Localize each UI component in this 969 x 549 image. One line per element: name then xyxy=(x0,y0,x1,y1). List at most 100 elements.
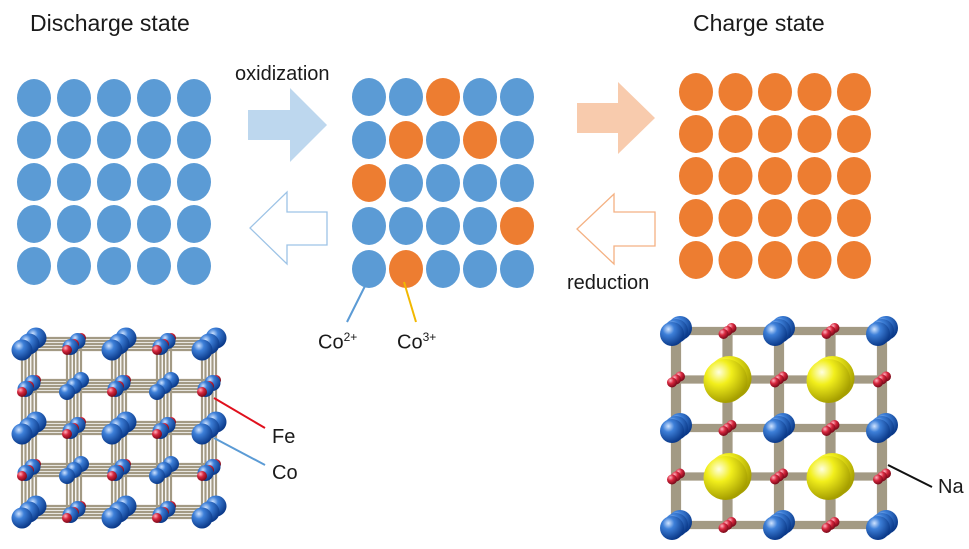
co3-ion xyxy=(718,241,753,279)
co-atom xyxy=(101,423,123,445)
co-atom xyxy=(191,423,213,445)
fe-atom xyxy=(770,377,780,388)
co2-ion xyxy=(426,164,460,202)
co-atom xyxy=(149,384,165,400)
co-atom xyxy=(11,507,33,529)
lattice-atoms xyxy=(660,316,898,540)
fe-atom xyxy=(152,513,162,523)
co2-ion xyxy=(97,163,131,201)
co2-ion xyxy=(177,247,211,285)
co2-ion xyxy=(177,205,211,243)
co2-ion xyxy=(57,79,91,117)
fe-atom xyxy=(821,329,832,339)
co-atom xyxy=(101,339,123,361)
fe-atom xyxy=(107,471,117,481)
fe-atom xyxy=(107,387,117,397)
fe-atom xyxy=(17,387,27,397)
co3-ion xyxy=(426,78,460,116)
co2-ion xyxy=(57,163,91,201)
co2-ion xyxy=(463,78,497,116)
co3-ion xyxy=(837,115,871,153)
co2-ion xyxy=(137,247,171,285)
co-atom xyxy=(763,419,787,443)
co2-ion xyxy=(97,205,131,243)
fe-atom xyxy=(62,429,72,439)
discharge-crystal-structure xyxy=(11,327,227,529)
co-atom xyxy=(191,339,213,361)
middle-ion-grid xyxy=(352,78,534,288)
charge-ion-grid xyxy=(679,73,871,279)
discharge-return-arrow xyxy=(249,190,328,266)
co2-ion xyxy=(17,163,51,201)
co-atom xyxy=(866,419,890,443)
co-atom xyxy=(149,468,165,484)
fe-atom xyxy=(770,474,780,485)
co-atom xyxy=(660,516,684,540)
co2-ion xyxy=(352,250,386,288)
oxidization-arrow xyxy=(248,88,327,162)
co3-ion xyxy=(352,164,386,202)
co2-ion xyxy=(352,207,386,245)
co-atom xyxy=(101,507,123,529)
co3-ion xyxy=(758,157,792,195)
co-atom xyxy=(11,339,33,361)
co3-label: Co3+ xyxy=(397,330,437,354)
fe-atom xyxy=(667,474,677,485)
co2-ion xyxy=(389,78,423,116)
co3-ion xyxy=(718,199,753,237)
fe-atom xyxy=(821,426,832,436)
co-label: Co xyxy=(272,462,298,484)
fe-atom xyxy=(821,523,832,533)
co2-pointer-line xyxy=(346,281,368,323)
fe-label: Fe xyxy=(272,426,296,448)
co3-ion xyxy=(837,241,871,279)
oxidization-label: oxidization xyxy=(235,63,330,85)
co3-ion xyxy=(797,157,832,195)
co3-ion xyxy=(837,73,871,111)
fe-pointer-line xyxy=(213,397,266,429)
co3-ion xyxy=(463,121,497,159)
reduction-label: reduction xyxy=(567,272,650,294)
co2-ion xyxy=(57,247,91,285)
co2-ion xyxy=(352,78,386,116)
co3-ion xyxy=(679,73,713,111)
co3-ion xyxy=(758,199,792,237)
charge-forward-arrow xyxy=(577,82,655,154)
co2-ion xyxy=(500,164,534,202)
co2-ion xyxy=(177,79,211,117)
na-atom xyxy=(703,456,748,500)
co2-ion xyxy=(137,121,171,159)
co3-ion xyxy=(797,241,832,279)
co-atom xyxy=(11,423,33,445)
co2-ion xyxy=(500,250,534,288)
co3-pointer-line xyxy=(403,281,417,323)
co3-ion xyxy=(500,207,534,245)
charge-state-title: Charge state xyxy=(693,10,825,36)
co3-ion xyxy=(679,115,713,153)
fe-atom xyxy=(197,387,207,397)
co-atom xyxy=(763,322,787,346)
fe-atom xyxy=(718,426,729,436)
co-atom xyxy=(660,419,684,443)
co3-ion xyxy=(797,73,832,111)
reduction-arrow xyxy=(576,192,656,266)
co2-ion xyxy=(463,250,497,288)
co3-ion xyxy=(837,157,871,195)
co-atom xyxy=(59,468,75,484)
co3-ion xyxy=(389,250,423,288)
ion-grids xyxy=(17,73,871,288)
co2-label: Co2+ xyxy=(318,330,358,354)
co3-ion xyxy=(758,73,792,111)
fe-atom xyxy=(667,377,677,388)
co3-ion xyxy=(718,73,753,111)
co-atom xyxy=(59,384,75,400)
co2-ion xyxy=(426,207,460,245)
co-atom xyxy=(191,507,213,529)
co2-ion xyxy=(389,207,423,245)
co2-ion xyxy=(97,79,131,117)
co2-ion xyxy=(177,163,211,201)
charge-crystal-structure xyxy=(660,316,898,540)
co-atom xyxy=(866,516,890,540)
co2-ion xyxy=(500,78,534,116)
